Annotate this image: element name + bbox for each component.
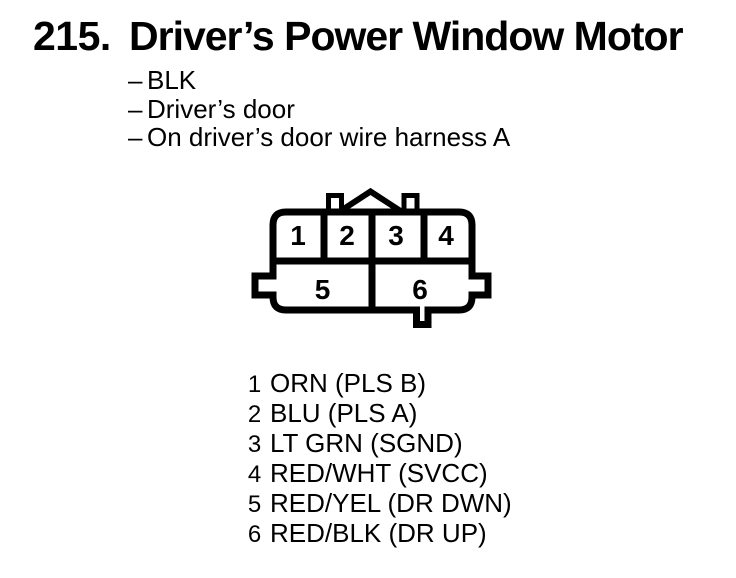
connector-cavity-2: 2 xyxy=(339,220,355,251)
note-line: – BLK xyxy=(128,66,510,95)
pin-wire-label: RED/WHT (SVCC) xyxy=(270,458,488,488)
dash-bullet-icon: – xyxy=(128,93,143,124)
connector-diagram: 1 2 3 4 5 6 xyxy=(251,187,492,328)
pinout-row: 4 RED/WHT (SVCC) xyxy=(247,458,512,488)
connector-cavity-5: 5 xyxy=(315,274,331,305)
notes-list: – BLK – Driver’s door – On driver’s door… xyxy=(128,66,510,152)
pin-wire-label: RED/BLK (DR UP) xyxy=(270,518,487,548)
pin-number: 3 xyxy=(247,431,262,458)
connector-cavity-3: 3 xyxy=(388,220,404,251)
pin-number: 5 xyxy=(247,491,262,518)
pin-wire-label: ORN (PLS B) xyxy=(270,368,427,398)
pinout-row: 1 ORN (PLS B) xyxy=(247,368,512,398)
pinout-row: 5 RED/YEL (DR DWN) xyxy=(247,488,512,518)
connector-cavity-1: 1 xyxy=(290,220,306,251)
note-text: BLK xyxy=(147,65,197,95)
figure-title: Driver’s Power Window Motor xyxy=(129,13,684,59)
pinout-row: 3 LT GRN (SGND) xyxy=(247,428,512,458)
pin-number: 6 xyxy=(247,521,262,548)
pin-number: 2 xyxy=(247,401,262,428)
pin-number: 1 xyxy=(247,371,262,398)
pin-wire-label: RED/YEL (DR DWN) xyxy=(270,488,512,518)
pinout-row: 2 BLU (PLS A) xyxy=(247,398,512,428)
pin-wire-label: LT GRN (SGND) xyxy=(270,428,463,458)
figure-number: 215. xyxy=(33,13,111,59)
pinout-row: 6 RED/BLK (DR UP) xyxy=(247,518,512,548)
note-line: – On driver’s door wire harness A xyxy=(128,123,510,152)
note-text: On driver’s door wire harness A xyxy=(147,122,511,152)
dash-bullet-icon: – xyxy=(128,65,143,95)
pin-wire-label: BLU (PLS A) xyxy=(270,398,418,428)
pinout-list: 1 ORN (PLS B) 2 BLU (PLS A) 3 LT GRN (SG… xyxy=(247,368,512,548)
connector-cavity-4: 4 xyxy=(438,220,454,251)
dash-bullet-icon: – xyxy=(128,122,143,152)
note-text: Driver’s door xyxy=(147,93,295,124)
pin-number: 4 xyxy=(247,461,262,488)
connector-cavity-6: 6 xyxy=(412,274,428,305)
note-line: – Driver’s door xyxy=(128,93,510,124)
